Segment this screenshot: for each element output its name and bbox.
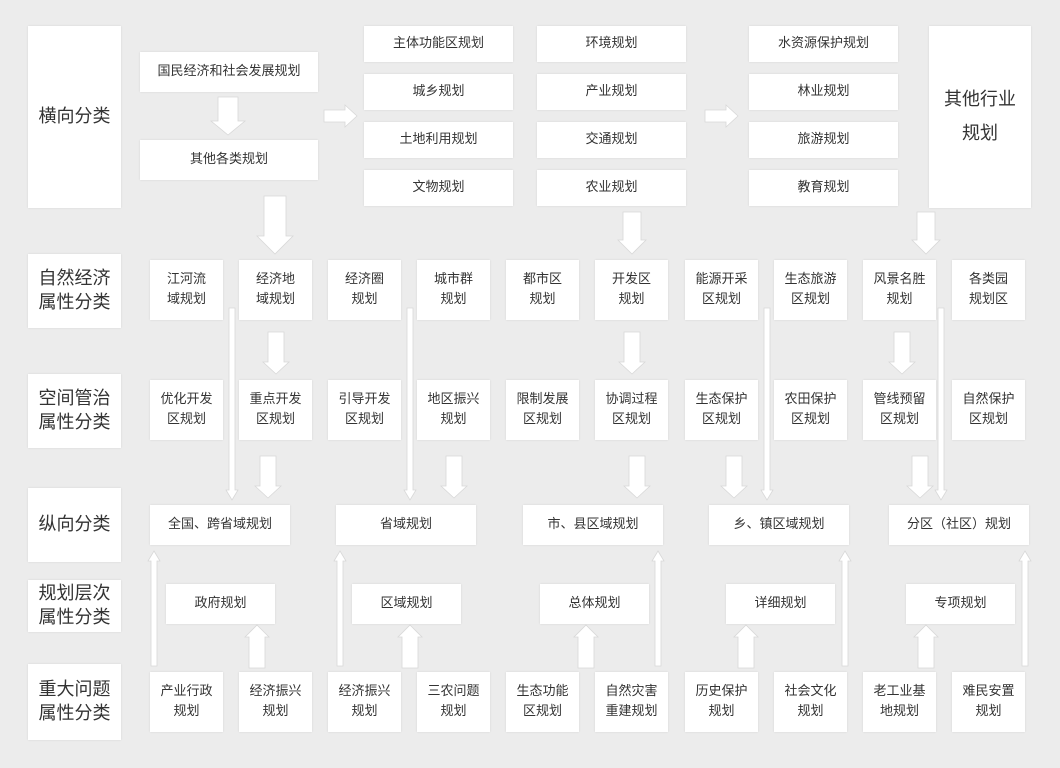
plan-environment: 环境规划 <box>537 26 686 62</box>
arrow-long-up-5 <box>1018 550 1032 667</box>
arrow-spatial-to-vertical-3 <box>622 455 652 499</box>
plan-forestry: 林业规划 <box>749 74 898 110</box>
natural-city-cluster: 城市群 规划 <box>417 260 490 320</box>
arrow-industry-to-scenic <box>911 211 941 255</box>
plan-water-protection: 水资源保护规划 <box>749 26 898 62</box>
natural-economic-circle: 经济圈 规划 <box>328 260 401 320</box>
issue-social-culture: 社会文化 规划 <box>774 672 847 732</box>
natural-metro-area: 都市区 规划 <box>506 260 579 320</box>
spatial-restricted-dev: 限制发展 区规划 <box>506 380 579 440</box>
level-special: 专项规划 <box>906 584 1015 624</box>
vertical-city-county: 市、县区域规划 <box>523 505 663 545</box>
natural-economic-region: 经济地 域规划 <box>239 260 312 320</box>
arrow-long-up-4 <box>838 550 852 667</box>
level-regional: 区域规划 <box>352 584 461 624</box>
arrow-agri-to-devzone <box>617 211 647 255</box>
natural-parks: 各类园 规划区 <box>952 260 1025 320</box>
arrow-issue-to-level-2 <box>397 624 423 669</box>
spatial-optimized-dev: 优化开发 区规划 <box>150 380 223 440</box>
issue-economic-revitalization-2: 经济振兴 规划 <box>328 672 401 732</box>
arrow-other-to-natural <box>256 195 294 255</box>
spatial-guided-dev: 引导开发 区规划 <box>328 380 401 440</box>
arrow-long-up-2 <box>333 550 347 667</box>
arrow-issue-to-level-4 <box>733 624 759 669</box>
natural-river-basin: 江河流 域规划 <box>150 260 223 320</box>
arrow-long-up-1 <box>147 550 161 667</box>
plan-industry: 产业规划 <box>537 74 686 110</box>
row-label-major-issue: 重大问题 属性分类 <box>28 664 121 740</box>
spatial-pipeline-reserve: 管线预留 区规划 <box>863 380 936 440</box>
plan-transport: 交通规划 <box>537 122 686 158</box>
vertical-township: 乡、镇区域规划 <box>709 505 849 545</box>
arrow-long-up-3 <box>651 550 665 667</box>
spatial-nature-reserve: 自然保护 区规划 <box>952 380 1025 440</box>
natural-eco-tourism: 生态旅游 区规划 <box>774 260 847 320</box>
row-label-vertical: 纵向分类 <box>28 488 121 562</box>
arrow-long-down-2 <box>403 307 417 501</box>
level-master: 总体规划 <box>540 584 649 624</box>
row-label-spatial-governance: 空间管治 属性分类 <box>28 374 121 448</box>
spatial-farmland-protection: 农田保护 区规划 <box>774 380 847 440</box>
issue-industry-admin: 产业行政 规划 <box>150 672 223 732</box>
arrow-issue-to-level-1 <box>244 624 270 669</box>
plan-land-use: 土地利用规划 <box>364 122 513 158</box>
arrow-natural-to-spatial-1 <box>261 331 291 375</box>
spatial-coordination: 协调过程 区规划 <box>595 380 668 440</box>
issue-disaster-reconstruction: 自然灾害 重建规划 <box>595 672 668 732</box>
plan-cultural-relics: 文物规划 <box>364 170 513 206</box>
arrow-natural-to-spatial-3 <box>887 331 917 375</box>
arrow-natural-to-spatial-2 <box>617 331 647 375</box>
arrow-long-down-1 <box>225 307 239 501</box>
level-government: 政府规划 <box>166 584 275 624</box>
arrow-to-group1 <box>323 104 358 128</box>
plan-agriculture: 农业规划 <box>537 170 686 206</box>
issue-economic-revitalization-1: 经济振兴 规划 <box>239 672 312 732</box>
row-label-natural-economic: 自然经济 属性分类 <box>28 254 121 328</box>
arrow-national-to-other <box>209 96 247 136</box>
arrow-issue-to-level-5 <box>913 624 939 669</box>
spatial-eco-protection: 生态保护 区规划 <box>685 380 758 440</box>
vertical-national: 全国、跨省域规划 <box>150 505 290 545</box>
row-label-horizontal: 横向分类 <box>28 26 121 208</box>
arrow-to-group3 <box>704 104 739 128</box>
plan-main-function-zone: 主体功能区规划 <box>364 26 513 62</box>
issue-eco-function-zone: 生态功能 区规划 <box>506 672 579 732</box>
arrow-long-down-3 <box>760 307 774 501</box>
natural-energy-mining: 能源开采 区规划 <box>685 260 758 320</box>
other-plans: 其他各类规划 <box>140 140 318 180</box>
other-industry-plans: 其他行业 规划 <box>929 26 1031 208</box>
arrow-spatial-to-vertical-2 <box>439 455 469 499</box>
issue-old-industrial-base: 老工业基 地规划 <box>863 672 936 732</box>
arrow-long-down-4 <box>934 307 948 501</box>
row-label-planning-level: 规划层次 属性分类 <box>28 580 121 632</box>
plan-education: 教育规划 <box>749 170 898 206</box>
issue-rural-problems: 三农问题 规划 <box>417 672 490 732</box>
arrow-spatial-to-vertical-4 <box>719 455 749 499</box>
natural-scenic-area: 风景名胜 规划 <box>863 260 936 320</box>
arrow-spatial-to-vertical-5 <box>905 455 935 499</box>
spatial-key-dev: 重点开发 区规划 <box>239 380 312 440</box>
national-economic-plan: 国民经济和社会发展规划 <box>140 52 318 92</box>
vertical-district: 分区（社区）规划 <box>889 505 1029 545</box>
level-detailed: 详细规划 <box>726 584 835 624</box>
plan-urban-rural: 城乡规划 <box>364 74 513 110</box>
plan-tourism: 旅游规划 <box>749 122 898 158</box>
arrow-issue-to-level-3 <box>573 624 599 669</box>
arrow-spatial-to-vertical-1 <box>253 455 283 499</box>
issue-refugee-resettlement: 难民安置 规划 <box>952 672 1025 732</box>
vertical-provincial: 省域规划 <box>336 505 476 545</box>
natural-development-zone: 开发区 规划 <box>595 260 668 320</box>
spatial-regional-revitalization: 地区振兴 规划 <box>417 380 490 440</box>
issue-historic-protection: 历史保护 规划 <box>685 672 758 732</box>
